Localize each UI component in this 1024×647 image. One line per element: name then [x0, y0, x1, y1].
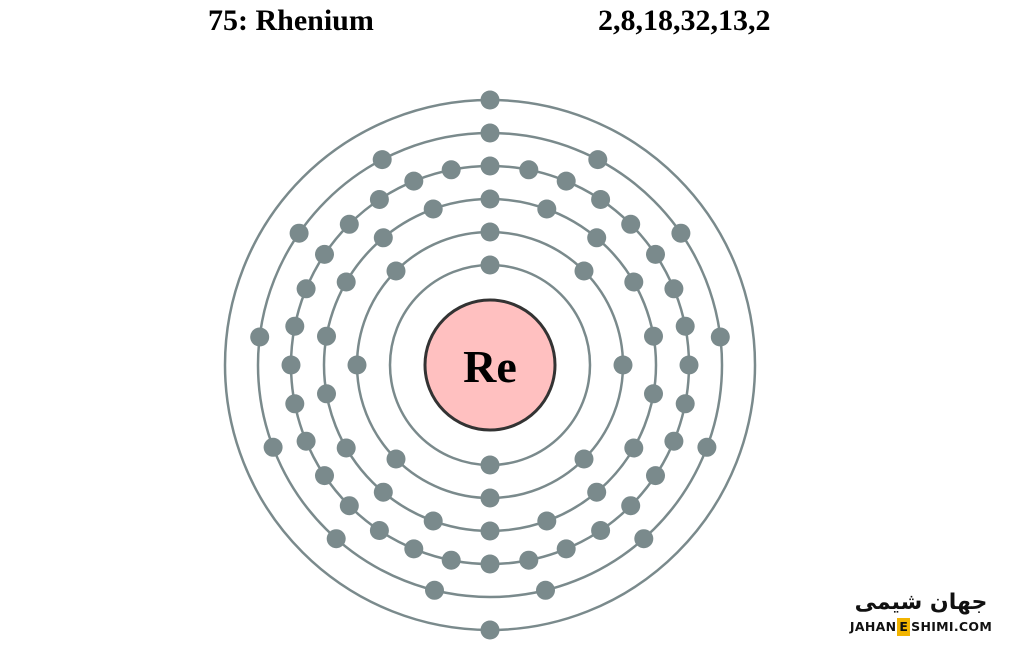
electron-configuration: 2,8,18,32,13,2 [598, 4, 771, 37]
electron-shell-4 [339, 496, 359, 516]
electron-shell-3 [644, 384, 663, 404]
electron-shell-2 [386, 449, 406, 469]
electron-shell-4 [281, 355, 301, 375]
electron-shell-5 [263, 437, 283, 457]
electron-shell-1 [480, 255, 500, 275]
electron-shell-3 [644, 326, 663, 346]
electron-shell-4 [441, 160, 461, 180]
electron-shell-4 [480, 156, 500, 176]
electron-shell-2 [480, 488, 500, 508]
electron-shell-2 [386, 261, 406, 281]
electron-shell-4 [285, 394, 305, 414]
electron-shell-5 [634, 529, 654, 549]
electron-shell-5 [697, 437, 717, 457]
electron-shell-4 [339, 214, 359, 234]
electron-shell-4 [621, 496, 641, 516]
element-title: 75: Rhenium [208, 4, 374, 37]
electron-shell-4 [519, 160, 539, 180]
electron-shell-5 [289, 223, 309, 243]
url-suffix: SHIMI.COM [911, 619, 993, 634]
electron-shell-4 [296, 279, 316, 299]
electron-shell-4 [664, 431, 684, 451]
electron-shell-4 [315, 466, 334, 486]
electron-dots [250, 90, 730, 640]
electron-shell-4 [480, 554, 500, 574]
electron-shell-4 [441, 550, 461, 570]
electron-shell-3 [423, 199, 443, 219]
electron-shell-3 [317, 326, 336, 346]
electron-shell-3 [373, 228, 393, 248]
electron-shell-5 [372, 150, 392, 170]
electron-shell-4 [369, 190, 389, 209]
electron-shell-3 [480, 189, 500, 209]
url-prefix: JAHAN [849, 619, 897, 634]
electron-shell-4 [664, 279, 684, 299]
url-highlight: E [897, 618, 911, 636]
electron-shell-5 [536, 580, 555, 600]
electron-shell-2 [480, 222, 500, 242]
electron-shell-4 [591, 190, 611, 209]
nucleus [423, 298, 557, 432]
electron-shell-4 [404, 171, 424, 191]
electron-shell-4 [646, 466, 665, 486]
electron-shell-3 [373, 482, 393, 502]
electron-shell-5 [671, 223, 691, 243]
electron-shell-3 [423, 511, 443, 531]
electron-shell-6 [480, 620, 500, 640]
electron-shell-5 [425, 580, 444, 600]
electron-shell-4 [675, 316, 695, 336]
electron-shell-4 [675, 394, 695, 414]
electron-shell-5 [326, 529, 346, 549]
nucleus-symbol: Re [463, 341, 517, 392]
electron-shell-5 [250, 327, 270, 347]
electron-shell-4 [404, 539, 424, 559]
electron-shell-4 [679, 355, 699, 375]
electron-shell-2 [347, 355, 367, 375]
electron-shell-4 [285, 316, 305, 336]
electron-shell-4 [315, 244, 334, 264]
electron-shell-3 [587, 482, 607, 502]
electron-shell-3 [624, 272, 644, 292]
electron-shell-3 [480, 521, 500, 541]
electron-shell-3 [336, 438, 356, 458]
electron-shell-1 [480, 455, 500, 475]
electron-shell-5 [710, 327, 730, 347]
electron-shell-4 [621, 214, 641, 234]
watermark-logo: جهان شیمی [854, 590, 988, 615]
electron-shell-4 [556, 539, 576, 559]
electron-shell-3 [624, 438, 644, 458]
electron-shell-5 [480, 123, 500, 143]
electron-shell-4 [296, 431, 316, 451]
electron-shell-4 [519, 550, 539, 570]
electron-shell-3 [336, 272, 356, 292]
electron-shell-3 [537, 511, 557, 531]
electron-shell-4 [556, 171, 576, 191]
electron-shell-2 [613, 355, 633, 375]
electron-shell-3 [317, 384, 336, 404]
electron-shell-4 [369, 521, 389, 540]
electron-shell-4 [591, 521, 611, 540]
electron-shell-3 [537, 199, 557, 219]
electron-shell-6 [480, 90, 500, 110]
electron-shell-2 [574, 449, 594, 469]
electron-shell-3 [587, 228, 607, 248]
electron-shell-4 [646, 244, 665, 264]
electron-shell-5 [588, 150, 608, 170]
electron-shell-2 [574, 261, 594, 281]
